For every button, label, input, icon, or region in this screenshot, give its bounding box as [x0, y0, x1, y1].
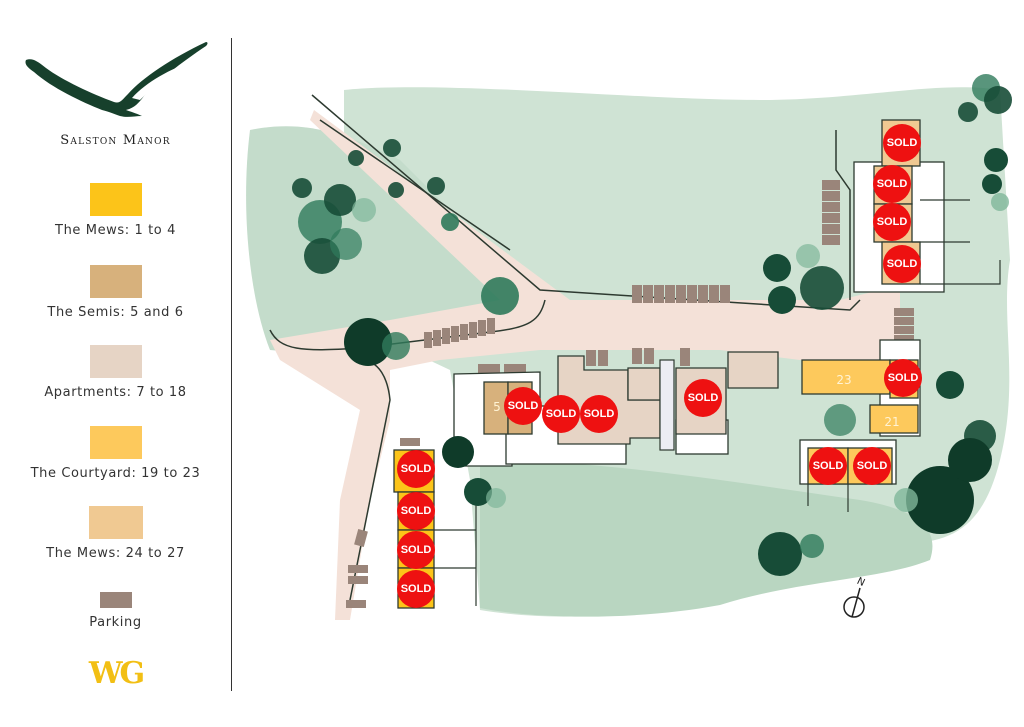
sold-badge[interactable]: SOLD [542, 395, 580, 433]
sold-badge[interactable]: SOLD [873, 203, 911, 241]
legend-panel: Salston Manor The Mews: 1 to 4 The Semis… [0, 0, 231, 727]
legend-label: The Courtyard: 19 to 23 [30, 466, 201, 481]
legend-swatch [89, 183, 142, 216]
legend-label: Apartments: 7 to 18 [44, 385, 187, 400]
sold-badge[interactable]: SOLD [397, 570, 435, 608]
sold-badge[interactable]: SOLD [883, 124, 921, 162]
sold-badge[interactable]: SOLD [884, 359, 922, 397]
legend-item-semis: The Semis: 5 and 6 [0, 265, 231, 320]
gravel-drive [270, 110, 900, 620]
sold-badge[interactable]: SOLD [580, 395, 618, 433]
legend-item-mews-1-4: The Mews: 1 to 4 [0, 183, 231, 238]
plot-number-5: 5 [493, 400, 501, 414]
grass-area-west [246, 126, 540, 360]
sold-badge[interactable]: SOLD [873, 165, 911, 203]
trees [292, 74, 1012, 576]
legend-item-parking: Parking [0, 592, 231, 630]
sold-badge[interactable]: SOLD [397, 450, 435, 488]
legend-swatch [89, 265, 142, 298]
site-map: N 5 23 21 SOLD SOLD SOLD SOLD SOLD SOLD … [240, 60, 1024, 660]
legend-item-apartments: Apartments: 7 to 18 [0, 345, 231, 400]
sold-badge[interactable]: SOLD [397, 531, 435, 569]
legend-label: The Mews: 24 to 27 [46, 546, 185, 561]
sold-badge[interactable]: SOLD [809, 447, 847, 485]
sold-badge[interactable]: SOLD [684, 379, 722, 417]
grass-area-south [480, 460, 933, 617]
parking-bays [346, 180, 914, 608]
legend-swatch [88, 506, 143, 539]
legend-swatch [99, 592, 132, 608]
developer-logo: WG [88, 656, 145, 691]
seagull-icon [25, 42, 208, 117]
brand-title: Salston Manor [60, 133, 171, 148]
legend-swatch [89, 426, 142, 459]
legend-swatch [89, 345, 142, 378]
panel-divider [231, 38, 232, 691]
legend-label: The Mews: 1 to 4 [55, 223, 176, 238]
sold-badge[interactable]: SOLD [883, 245, 921, 283]
plot-number-21: 21 [884, 415, 900, 429]
legend-label: The Semis: 5 and 6 [47, 305, 184, 320]
sold-badge[interactable]: SOLD [397, 492, 435, 530]
north-arrow-icon [843, 587, 865, 618]
legend-item-courtyard: The Courtyard: 19 to 23 [0, 426, 231, 481]
plot-number-23: 23 [836, 373, 852, 387]
legend-label: Parking [89, 615, 142, 630]
legend-item-mews-24-27: The Mews: 24 to 27 [0, 506, 231, 561]
sold-badge[interactable]: SOLD [504, 387, 542, 425]
sold-badge[interactable]: SOLD [853, 447, 891, 485]
